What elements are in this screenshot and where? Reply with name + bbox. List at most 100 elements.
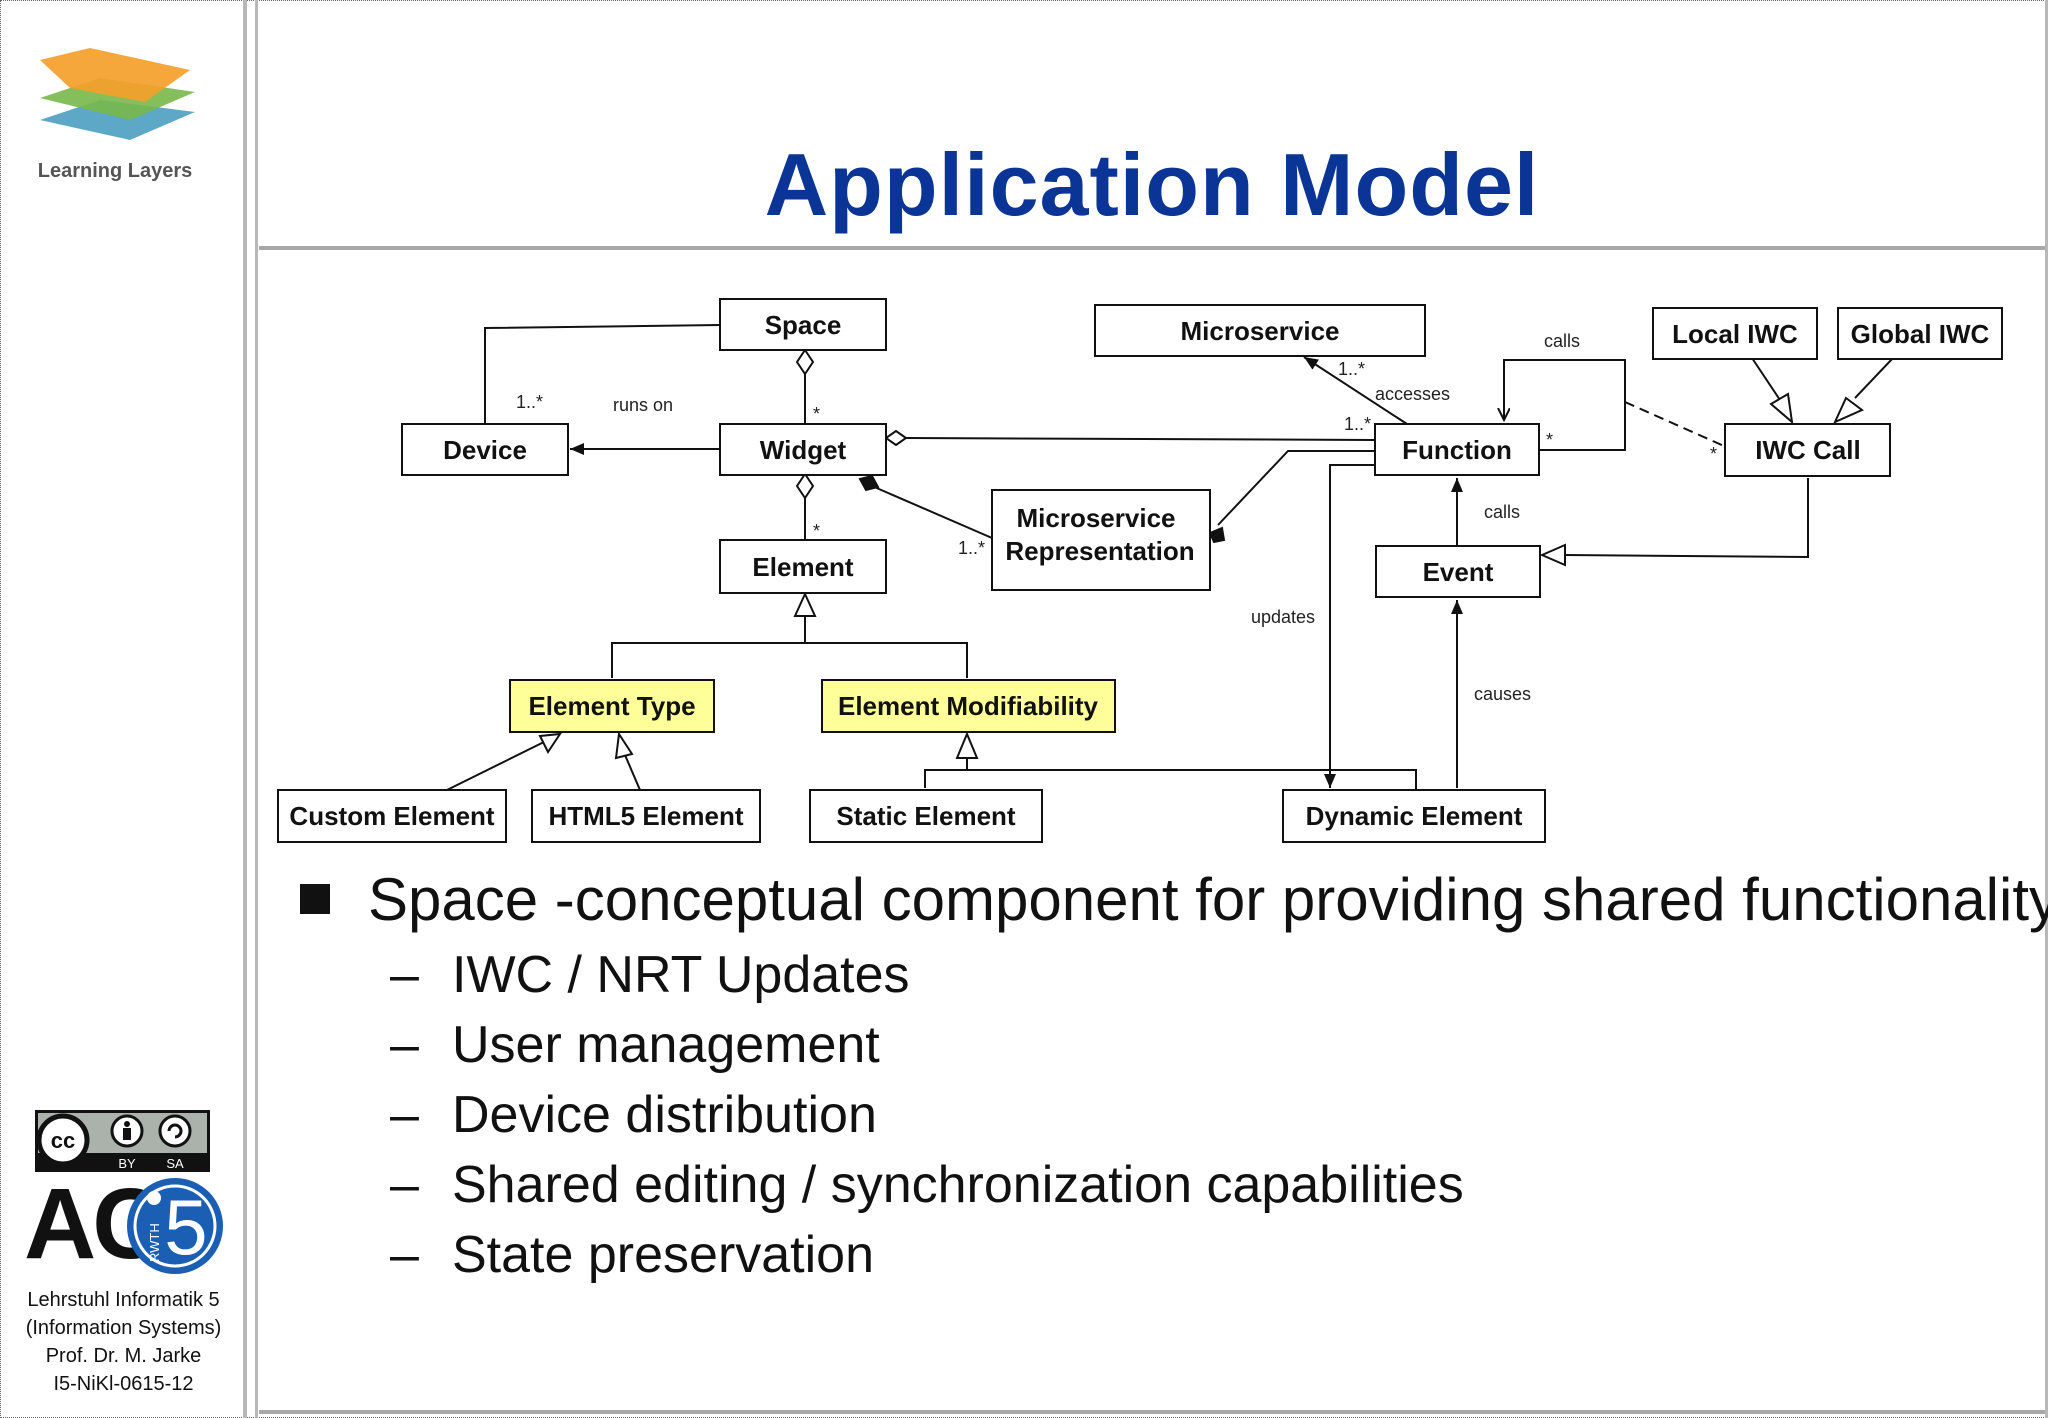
updates-label: updates [1251,607,1315,627]
class-msrep-label-2: Representation [1005,536,1194,566]
chair-line: Prof. Dr. M. Jarke [45,1345,202,1367]
iwc-multiplicity: * [1710,444,1717,464]
bullet-square-icon [300,884,330,915]
class-msrep-label-1: Microservice [1017,503,1176,533]
class-event-label: Event [1423,557,1494,587]
slide-id: I5-NiKl-0615-12 [53,1373,194,1395]
main-frame [255,0,2048,1418]
sub-bullet-text: Shared editing / synchronization capabil… [452,1156,1464,1214]
learning-layers-text: Learning Layers [37,160,193,182]
generalization-arrow [1832,396,1864,424]
widget-function-link [905,437,1376,441]
widget-msrep-link [871,485,993,539]
class-device-label: Device [443,435,527,465]
i5-logo: 5 RWTH [127,1178,223,1274]
i5-number: 5 [164,1183,207,1271]
dash: – [390,1226,419,1284]
aggregation-diamond [795,348,815,376]
class-function [1374,423,1540,476]
sa-label: SA [166,1156,184,1171]
class-widget [719,423,887,476]
class-event [1375,545,1541,598]
class-microservice-representation [991,489,1211,591]
sidebar: Learning Layers cc BY SA AC 5 RWTH Lehrs… [0,0,247,1418]
class-local-iwc-label: Local IWC [1672,319,1798,349]
class-global-iwc [1837,307,2003,360]
rwth-text: RWTH [147,1223,162,1262]
class-custom-element [277,789,507,843]
calls-event-label: calls [1484,502,1520,522]
class-iwc-call-label: IWC Call [1755,435,1860,465]
aggregation-diamond [884,429,908,447]
composition-diamond [1208,526,1226,544]
widget-msrep-multiplicity: 1..* [958,538,985,558]
sub-bullet: –User management [390,1010,880,1080]
sub-bullet-text: Device distribution [452,1086,877,1144]
dash: – [390,1086,419,1144]
class-html5-element-label: HTML5 Element [548,801,743,831]
by-label: BY [118,1156,136,1171]
runs-on-label: runs on [613,395,673,415]
sub-bullet-text: User management [452,1016,880,1074]
widget-function-multiplicity: 1..* [1344,414,1371,434]
class-element-modifiability [821,679,1116,733]
generalization-arrow [1539,543,1566,567]
class-widget-label: Widget [760,435,847,465]
generalization-arrow [538,732,563,754]
class-microservice [1094,304,1426,357]
class-microservice-label: Microservice [1181,316,1340,346]
class-static-element [809,789,1043,843]
class-space-label: Space [765,310,842,340]
bullet-main: Space -conceptual component for providin… [290,860,2048,940]
class-element-label: Element [752,552,853,582]
generalization-arrow [793,591,817,617]
class-function-label: Function [1402,435,1512,465]
sub-bullet-text: IWC / NRT Updates [452,946,910,1004]
dash: – [390,946,419,1004]
class-html5-element [531,789,761,843]
class-local-iwc [1652,307,1818,360]
chair-info: Lehrstuhl Informatik 5 (Information Syst… [0,1286,247,1398]
sub-bullet: –Device distribution [390,1080,877,1150]
class-iwc-call [1724,423,1891,477]
chair-line: Lehrstuhl Informatik 5 [27,1289,220,1311]
class-space [719,298,887,351]
generalization-arrow [614,731,634,760]
accesses-label: accesses [1375,384,1450,404]
function-msrep-link [1217,450,1375,526]
class-global-iwc-label: Global IWC [1851,319,1990,349]
composition-diamond [858,474,880,492]
causes-label: causes [1474,684,1531,704]
sub-bullet: –IWC / NRT Updates [390,940,910,1010]
function-self-call [1504,359,1626,451]
microservice-multiplicity: 1..* [1338,359,1365,379]
aggregation-diamond [795,472,815,500]
dash: – [390,1016,419,1074]
sub-bullet: –Shared editing / synchronization capabi… [390,1150,1464,1220]
space-device-link [484,324,721,424]
class-element [719,539,887,594]
bullet-main-text: Space -conceptual component for providin… [368,866,2048,933]
dash: – [390,1156,419,1214]
class-static-element-label: Static Element [836,801,1016,831]
class-element-modifiability-label: Element Modifiability [838,691,1099,721]
class-dynamic-element-label: Dynamic Element [1306,801,1523,831]
function-iwc-link [1624,401,1725,447]
sub-bullet-text: State preservation [452,1226,875,1284]
class-dynamic-element [1282,789,1546,843]
class-device [401,423,569,476]
title-divider [259,246,2045,250]
device-multiplicity: 1..* [516,392,543,412]
widget-element-multiplicity: * [813,521,820,541]
chair-line: (Information Systems) [25,1317,222,1339]
function-self-multiplicity: * [1546,430,1553,450]
svg-text:cc: cc [51,1128,75,1153]
sub-bullet: –State preservation [390,1220,874,1290]
generalization-arrow [1769,392,1794,425]
cc-icon [36,1113,90,1167]
sa-icon [158,1114,192,1148]
function-updates-link [1324,464,1375,788]
class-element-type-label: Element Type [528,691,695,721]
calls-top-label: calls [1544,331,1580,351]
function-microservice-link [1303,356,1408,425]
